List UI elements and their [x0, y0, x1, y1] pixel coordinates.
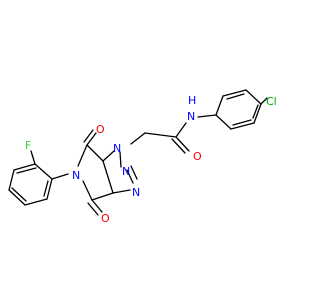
bond [130, 132, 146, 145]
atom-n-triazole-1: N [113, 142, 121, 155]
bond-inner [226, 93, 245, 100]
bond-c-o [86, 132, 97, 146]
bond-c-o [175, 136, 190, 152]
bond [215, 114, 232, 130]
bond-c-o-double [87, 202, 99, 216]
bond-inner [232, 119, 252, 126]
bond-inner [43, 180, 49, 197]
bond-c-o-double [83, 129, 94, 143]
bond [245, 89, 262, 105]
bond-inner [16, 167, 37, 174]
bond [77, 144, 88, 167]
atom-n-imide: N [72, 169, 80, 182]
atom-f: F [25, 139, 31, 152]
bond-c-o-double [171, 138, 186, 154]
bond-to-cl [260, 97, 268, 105]
bonds [8, 89, 268, 216]
bond [230, 122, 255, 130]
atom-o-bottom: O [101, 212, 110, 225]
bond [102, 150, 115, 162]
bond [91, 192, 114, 201]
atom-labels: N H Cl O F O O N N N N [25, 94, 277, 225]
bond [215, 95, 224, 116]
bond [24, 198, 48, 206]
bond-n-n-double [130, 165, 138, 180]
bond [175, 122, 187, 138]
bond [222, 89, 247, 97]
molecule-diagram: N H Cl O F O O N N N N [8, 89, 277, 225]
bond [112, 189, 131, 194]
atom-n-amide: N [187, 110, 195, 123]
bond-c-o [91, 199, 103, 213]
atom-cl: Cl [266, 95, 277, 108]
bond-inner [11, 187, 27, 202]
bond [253, 103, 262, 124]
structure-svg: N H Cl O F O O N N N N [8, 89, 277, 225]
bond [197, 114, 217, 118]
atom-o-top: O [96, 123, 105, 136]
bond [13, 163, 36, 171]
bond [51, 173, 69, 180]
bond-inner [252, 104, 259, 119]
bond-to-f [30, 150, 36, 165]
bond [119, 151, 122, 168]
bond-fusion [102, 160, 114, 194]
bond [82, 180, 93, 201]
bond [86, 144, 104, 162]
atom-n-triazole-3: N [132, 186, 140, 199]
atom-h-amide: H [188, 94, 196, 107]
bond [144, 132, 177, 138]
bond [34, 163, 53, 180]
bond [46, 178, 53, 200]
bond [8, 169, 15, 191]
bond [8, 189, 26, 206]
bond-n-n [126, 169, 134, 184]
atom-n-triazole-2: N [122, 165, 130, 178]
atom-o-amide: O [193, 150, 202, 163]
